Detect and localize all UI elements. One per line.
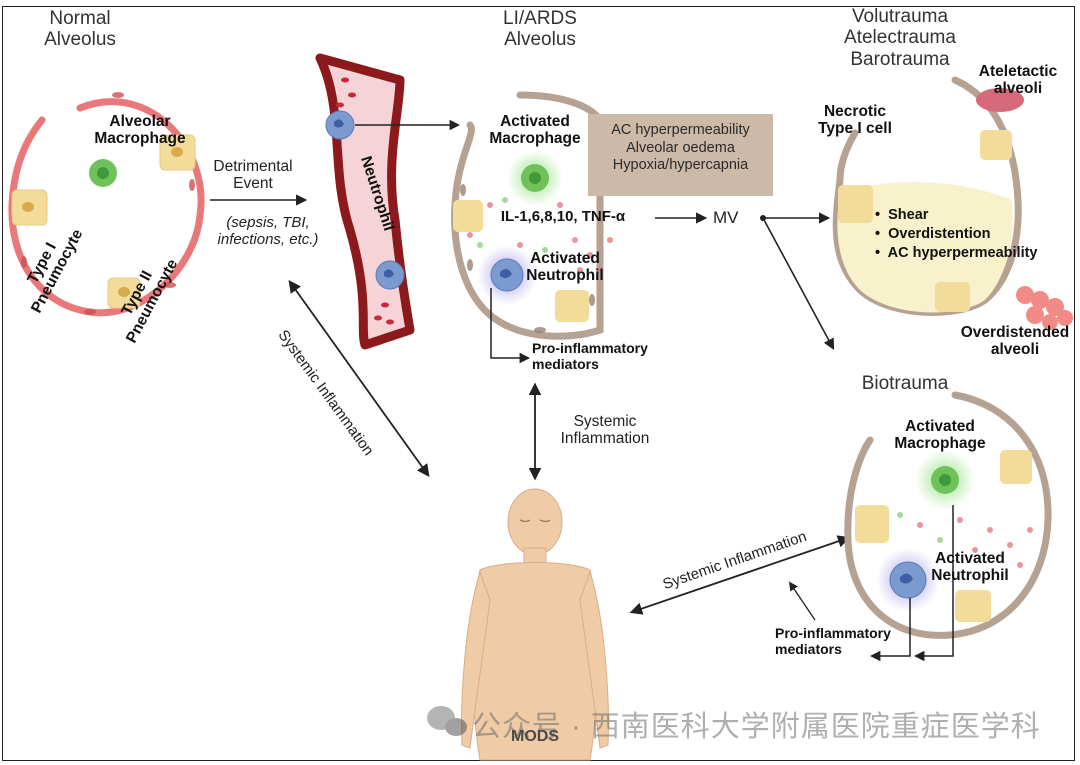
mv-label: MV: [713, 208, 739, 227]
alveolar-macrophage-label: Alveolar Macrophage: [80, 113, 200, 148]
mediators-up-arrow: [788, 581, 816, 621]
label-line: infections, etc.): [217, 230, 319, 248]
mods-label: MODS: [511, 728, 559, 745]
label-line: Pro-inflammatory: [775, 625, 891, 641]
ards-mediators-label: Pro-inflammatory mediators: [532, 340, 648, 372]
label-line: Macrophage: [94, 130, 186, 148]
biotrauma-mediator-arrow-1: [869, 598, 911, 662]
label-line: Ateletactic: [978, 63, 1058, 80]
title-line: Volutrauma: [851, 6, 949, 27]
label-line: alveoli: [993, 80, 1043, 98]
cytokine-dots: [467, 197, 613, 273]
watermark-text: 公众号 · 西南医科大学附属医院重症医学科: [472, 711, 1041, 743]
ards-mediator-arrow: [490, 288, 531, 364]
label-line: Activated: [530, 250, 600, 267]
detrimental-event-label: Detrimental Event: [203, 158, 303, 193]
effect-item: Alveolar oedema: [626, 139, 735, 156]
label-line: Alveolar: [109, 113, 171, 130]
ards-neutrophil-label: Activated Neutrophil: [515, 250, 615, 285]
title-line: LI/ARDS: [503, 8, 577, 29]
bullet-item: • Shear: [875, 207, 929, 223]
atelectatic-alveoli-label: Ateletactic alveoli: [968, 63, 1068, 98]
label-line: Type I cell: [818, 120, 892, 138]
bullet-item: • Overdistention: [875, 225, 991, 242]
bullet-text: Shear: [888, 207, 929, 223]
ards-effects-box: AC hyperpermeability Alveolar oedema Hyp…: [588, 114, 773, 196]
label-line: mediators: [532, 355, 599, 372]
biotrauma-neutrophil-label: Activated Neutrophil: [920, 550, 1020, 585]
bullet-text: Overdistention: [888, 225, 991, 242]
label-line: Inflammation: [560, 430, 650, 448]
event-examples-label: (sepsis, TBI, infections, etc.): [208, 214, 328, 249]
biotrauma-mediators-label: Pro-inflammatory mediators: [775, 625, 891, 657]
label-line: Macrophage: [894, 435, 986, 453]
ards-alveolus: [451, 91, 613, 340]
label-line: alveoli: [990, 341, 1040, 359]
mv-to-biotrauma-arrow: [762, 217, 835, 350]
label-line: Macrophage: [489, 130, 581, 148]
label-line: Activated: [935, 550, 1005, 567]
biotrauma-title: Biotrauma: [861, 373, 949, 394]
overdistended-alveoli-icon: [1016, 286, 1073, 330]
mechanical-trauma-title: Volutrauma Atelectrauma Barotrauma: [830, 6, 970, 70]
bullet-text: AC hyperpermeability: [887, 244, 1038, 261]
face-closed-eyes: [519, 519, 551, 523]
title-line: Barotrauma: [850, 48, 950, 70]
label-line: Activated: [500, 113, 570, 130]
biotrauma-mediator-arrow-2: [913, 505, 954, 662]
necrotic-cell-label: Necrotic Type I cell: [805, 103, 905, 138]
systemic-lower-arrow: [629, 535, 851, 615]
wechat-icon: [427, 706, 467, 736]
normal-alveolus: [8, 92, 205, 317]
blood-vessel: [315, 53, 415, 350]
biotrauma-cytokine-dots: [897, 512, 1033, 568]
title-line: Alveolus: [44, 29, 116, 51]
label-line: Necrotic: [823, 103, 887, 120]
biotrauma-macrophage-label: Activated Macrophage: [880, 418, 1000, 453]
label-line: Systemic: [573, 413, 637, 430]
alveolar-macrophage-icon: [89, 159, 117, 187]
overdistended-alveoli-label: Overdistended alveoli: [955, 324, 1075, 359]
label-line: Neutrophil: [931, 567, 1009, 585]
label-line: Detrimental: [213, 158, 293, 175]
normal-alveolus-title: Normal Alveolus: [40, 8, 120, 51]
ards-macrophage-label: Activated Macrophage: [475, 113, 595, 148]
systemic-vertical-label: Systemic Inflammation: [560, 413, 650, 448]
title-line: Normal: [49, 8, 111, 29]
label-line: Activated: [905, 418, 975, 435]
effect-item: Hypoxia/hypercapnia: [612, 157, 749, 174]
human-body-icon: [461, 488, 609, 761]
label-line: Overdistended: [960, 324, 1070, 341]
type-ii-pneumocyte-icon: [11, 134, 196, 309]
cytokines-label: IL-1,6,8,10, TNF-α: [500, 208, 626, 225]
biotrauma-alveolus: [844, 391, 1052, 639]
label-line: Pro-inflammatory: [532, 340, 648, 356]
mechanical-bullets: • Shear • Overdistention • AC hyperperme…: [875, 206, 1038, 263]
label-line: mediators: [775, 640, 842, 657]
label-line: Event: [233, 175, 273, 193]
systemic-diagonal-arrow: [288, 279, 430, 478]
label-line: (sepsis, TBI,: [226, 214, 310, 231]
title-line: Alveolus: [504, 29, 576, 51]
atelectatic-alveoli-icon: [976, 88, 1024, 112]
bullet-item: • AC hyperpermeability: [875, 244, 1038, 261]
mechanical-alveolus: [832, 76, 1073, 330]
ards-alveolus-title: LI/ARDS Alveolus: [490, 8, 590, 51]
title-line: Atelectrauma: [844, 27, 956, 49]
effect-item: AC hyperpermeability: [611, 122, 750, 138]
label-line: Neutrophil: [526, 267, 604, 285]
